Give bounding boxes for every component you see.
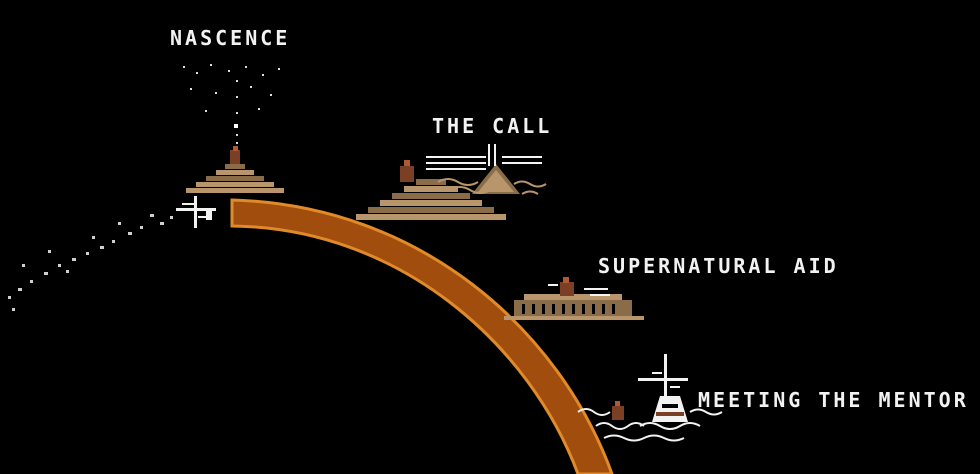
journey-arc	[230, 198, 614, 474]
figure-icon	[612, 401, 624, 420]
figure-icon	[230, 146, 240, 164]
stars-icon	[183, 64, 280, 144]
pyramid-icon	[186, 164, 284, 193]
figure-icon	[560, 277, 574, 296]
pyramid-icon	[356, 179, 506, 220]
figure-icon	[400, 160, 414, 182]
stage-label-meeting-the-mentor: MEETING THE MENTOR	[698, 388, 969, 412]
windmill-icon	[638, 354, 688, 400]
particles-icon	[8, 214, 173, 311]
signal-lines	[426, 144, 542, 170]
pyramid-icon	[472, 164, 520, 194]
stage-label-supernatural-aid: SUPERNATURAL AID	[598, 254, 839, 278]
temple-icon	[504, 294, 644, 320]
windmill-icon	[176, 196, 216, 228]
cloud-icon	[437, 178, 547, 195]
stage-label-nascence: NASCENCE	[170, 26, 291, 50]
stage-label-the-call: THE CALL	[432, 114, 553, 138]
cloud-icon	[577, 408, 723, 442]
lighthouse-icon	[652, 396, 688, 422]
signal-lines	[548, 284, 610, 296]
